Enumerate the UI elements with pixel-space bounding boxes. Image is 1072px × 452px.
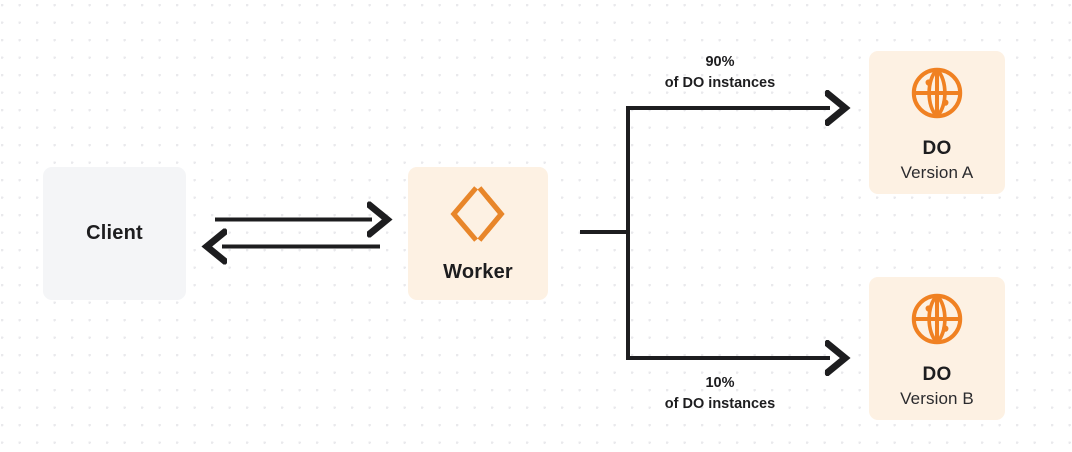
node-do-version-a[interactable]: DO Version A [869,51,1005,194]
edge-label-do-a-percent: 90% [705,54,735,70]
node-do-b-label: DO [922,363,952,385]
globe-icon [909,63,965,121]
node-client-label: Client [86,222,143,244]
node-client[interactable]: Client [43,167,186,300]
node-do-version-b[interactable]: DO Version B [869,277,1005,420]
edge-label-do-b-percent: 10% [705,375,735,391]
edge-label-do-a-description: of DO instances [664,74,776,91]
node-worker-label: Worker [443,261,513,283]
cloudflare-workers-icon [447,183,509,245]
globe-icon [909,289,965,347]
node-do-b-sublabel: Version B [900,388,974,408]
node-do-a-sublabel: Version A [900,162,974,182]
edge-label-do-b-description: of DO instances [664,395,776,412]
edge-label-do-a: 90% of DO instances [620,52,820,93]
edge-label-do-b: 10% of DO instances [620,373,820,414]
node-worker[interactable]: Worker [408,167,548,300]
node-do-a-label: DO [922,137,952,159]
